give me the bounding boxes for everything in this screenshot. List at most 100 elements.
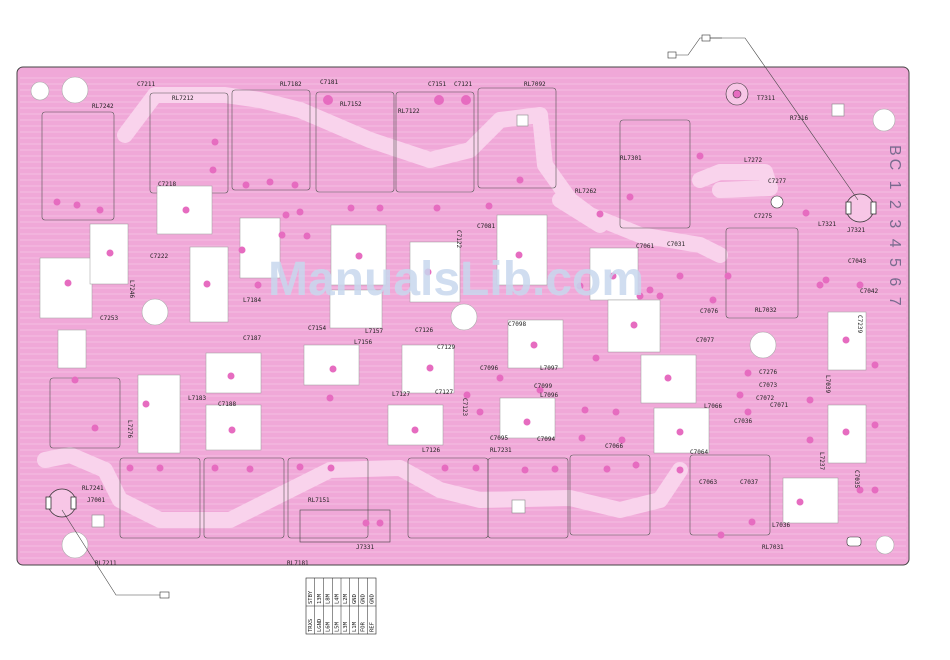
board-id: BC 1 2 3 4 5 6 7 bbox=[886, 145, 903, 309]
trace-mid-right bbox=[552, 192, 608, 233]
mounting-holes bbox=[30, 76, 896, 559]
pin-r7-c1: GND bbox=[369, 594, 375, 604]
label-c7096: C7096 bbox=[480, 365, 498, 372]
square-pads bbox=[91, 103, 845, 528]
label-l7184: L7184 bbox=[243, 297, 261, 304]
label-c7036: C7036 bbox=[734, 418, 752, 425]
label-l7066: L7066 bbox=[704, 403, 722, 410]
coax-plugs bbox=[159, 34, 711, 599]
pin-r2-c0: L6M bbox=[326, 621, 332, 632]
component-labels: C7211 C7181 C7151 C7121 RL7092 RL7242 RL… bbox=[82, 79, 878, 567]
pin-r5-c1: GND bbox=[352, 594, 358, 604]
pin-r2-c1: L8M bbox=[326, 593, 332, 604]
label-j7001: J7001 bbox=[87, 497, 105, 504]
label-rl7122: RL7122 bbox=[398, 108, 420, 115]
label-l7097: L7097 bbox=[540, 365, 558, 372]
label-c7276: C7276 bbox=[759, 369, 777, 376]
pin-r7-c0: REF bbox=[369, 622, 375, 632]
label-l7276: L7276 bbox=[126, 420, 133, 438]
label-l7157: L7157 bbox=[365, 328, 383, 335]
pin-r3-c1: L4M bbox=[334, 593, 340, 604]
connector-pinout-table: TRXS STBY LGND 13M L6M L8M L5M L4M L3M L… bbox=[305, 577, 377, 635]
label-c7218: C7218 bbox=[158, 181, 176, 188]
label-c7277: C7277 bbox=[768, 178, 786, 185]
pin-r6-c0: FOR bbox=[361, 621, 367, 632]
label-c7072: C7072 bbox=[756, 395, 774, 402]
label-rl7231: RL7231 bbox=[490, 447, 512, 454]
label-c7187: C7187 bbox=[243, 335, 261, 342]
label-c7076: C7076 bbox=[700, 308, 718, 315]
label-r7316: R7316 bbox=[790, 115, 808, 122]
t7311-transformer bbox=[725, 82, 749, 106]
j7331-header bbox=[299, 509, 391, 543]
label-l7036: L7036 bbox=[772, 522, 790, 529]
label-l7127: L7127 bbox=[392, 391, 410, 398]
label-c7222: C7222 bbox=[150, 253, 168, 260]
label-c7077: C7077 bbox=[696, 337, 714, 344]
label-t7311: T7311 bbox=[757, 95, 775, 102]
label-c7099: C7099 bbox=[534, 383, 552, 390]
label-l7039: L7039 bbox=[824, 375, 831, 393]
label-c7066: C7066 bbox=[605, 443, 623, 450]
pin-r0-c1: STBY bbox=[308, 590, 314, 604]
label-c7123: C7123 bbox=[461, 398, 468, 416]
label-c7211: C7211 bbox=[137, 81, 155, 88]
pin-r5-c0: L1M bbox=[352, 621, 358, 632]
label-l7126: L7126 bbox=[422, 447, 440, 454]
label-rl7211: RL7211 bbox=[95, 560, 117, 567]
label-c7122: C7122 bbox=[455, 230, 462, 248]
pin-r0-c0: TRXS bbox=[308, 619, 314, 632]
pads bbox=[53, 90, 879, 539]
label-rl7151: RL7151 bbox=[308, 497, 330, 504]
label-rl7031: RL7031 bbox=[762, 544, 784, 551]
label-l7246: L7246 bbox=[128, 280, 135, 298]
label-l7183: L7183 bbox=[188, 395, 206, 402]
label-rl7181: RL7181 bbox=[287, 560, 309, 567]
label-c7061: C7061 bbox=[636, 243, 654, 250]
label-rl7182: RL7182 bbox=[280, 81, 302, 88]
label-rl7241: RL7241 bbox=[82, 485, 104, 492]
label-c7181: C7181 bbox=[320, 79, 338, 86]
label-l7156: L7156 bbox=[354, 339, 372, 346]
watermark: ManualsLib.com bbox=[268, 253, 644, 306]
label-c7081: C7081 bbox=[477, 223, 495, 230]
label-l7096: L7096 bbox=[540, 392, 558, 399]
label-c7253: C7253 bbox=[100, 315, 118, 322]
label-c7042: C7042 bbox=[860, 288, 878, 295]
label-c7188: C7188 bbox=[218, 401, 236, 408]
label-c7239: C7239 bbox=[856, 315, 863, 333]
label-c7154: C7154 bbox=[308, 325, 326, 332]
label-c7037: C7037 bbox=[740, 479, 758, 486]
label-c7063: C7063 bbox=[699, 479, 717, 486]
bottom-right-slot bbox=[846, 536, 862, 547]
trace-right bbox=[692, 164, 778, 198]
label-c7095: C7095 bbox=[490, 435, 508, 442]
relay-outlines bbox=[41, 87, 799, 539]
label-l7237: L7237 bbox=[818, 452, 825, 470]
label-rl7301: RL7301 bbox=[620, 155, 642, 162]
pin-r4-c0: L3M bbox=[343, 621, 349, 632]
label-c7094: C7094 bbox=[537, 436, 555, 443]
pin-r1-c0: LGND bbox=[317, 619, 323, 632]
c7275-marker bbox=[770, 195, 784, 209]
label-rl7032: RL7032 bbox=[755, 307, 777, 314]
label-c7064: C7064 bbox=[690, 449, 708, 456]
pin-r6-c1: GND bbox=[361, 594, 367, 604]
label-c7098: C7098 bbox=[508, 321, 526, 328]
label-j7321: J7321 bbox=[847, 227, 865, 234]
label-c7035: C7035 bbox=[853, 470, 860, 488]
label-c7073: C7073 bbox=[759, 382, 777, 389]
label-c7043: C7043 bbox=[848, 258, 866, 265]
label-rl7262: RL7262 bbox=[575, 188, 597, 195]
label-j7331: J7331 bbox=[356, 544, 374, 551]
pin-r1-c1: 13M bbox=[317, 593, 323, 604]
label-rl7152: RL7152 bbox=[340, 101, 362, 108]
label-c7151: C7151 bbox=[428, 81, 446, 88]
label-c7071: C7071 bbox=[770, 402, 788, 409]
pin-r3-c0: L5M bbox=[334, 621, 340, 632]
j7001-connector bbox=[45, 488, 77, 518]
label-l7272: L7272 bbox=[744, 157, 762, 164]
label-c7121: C7121 bbox=[454, 81, 472, 88]
label-c7129: C7129 bbox=[437, 344, 455, 351]
